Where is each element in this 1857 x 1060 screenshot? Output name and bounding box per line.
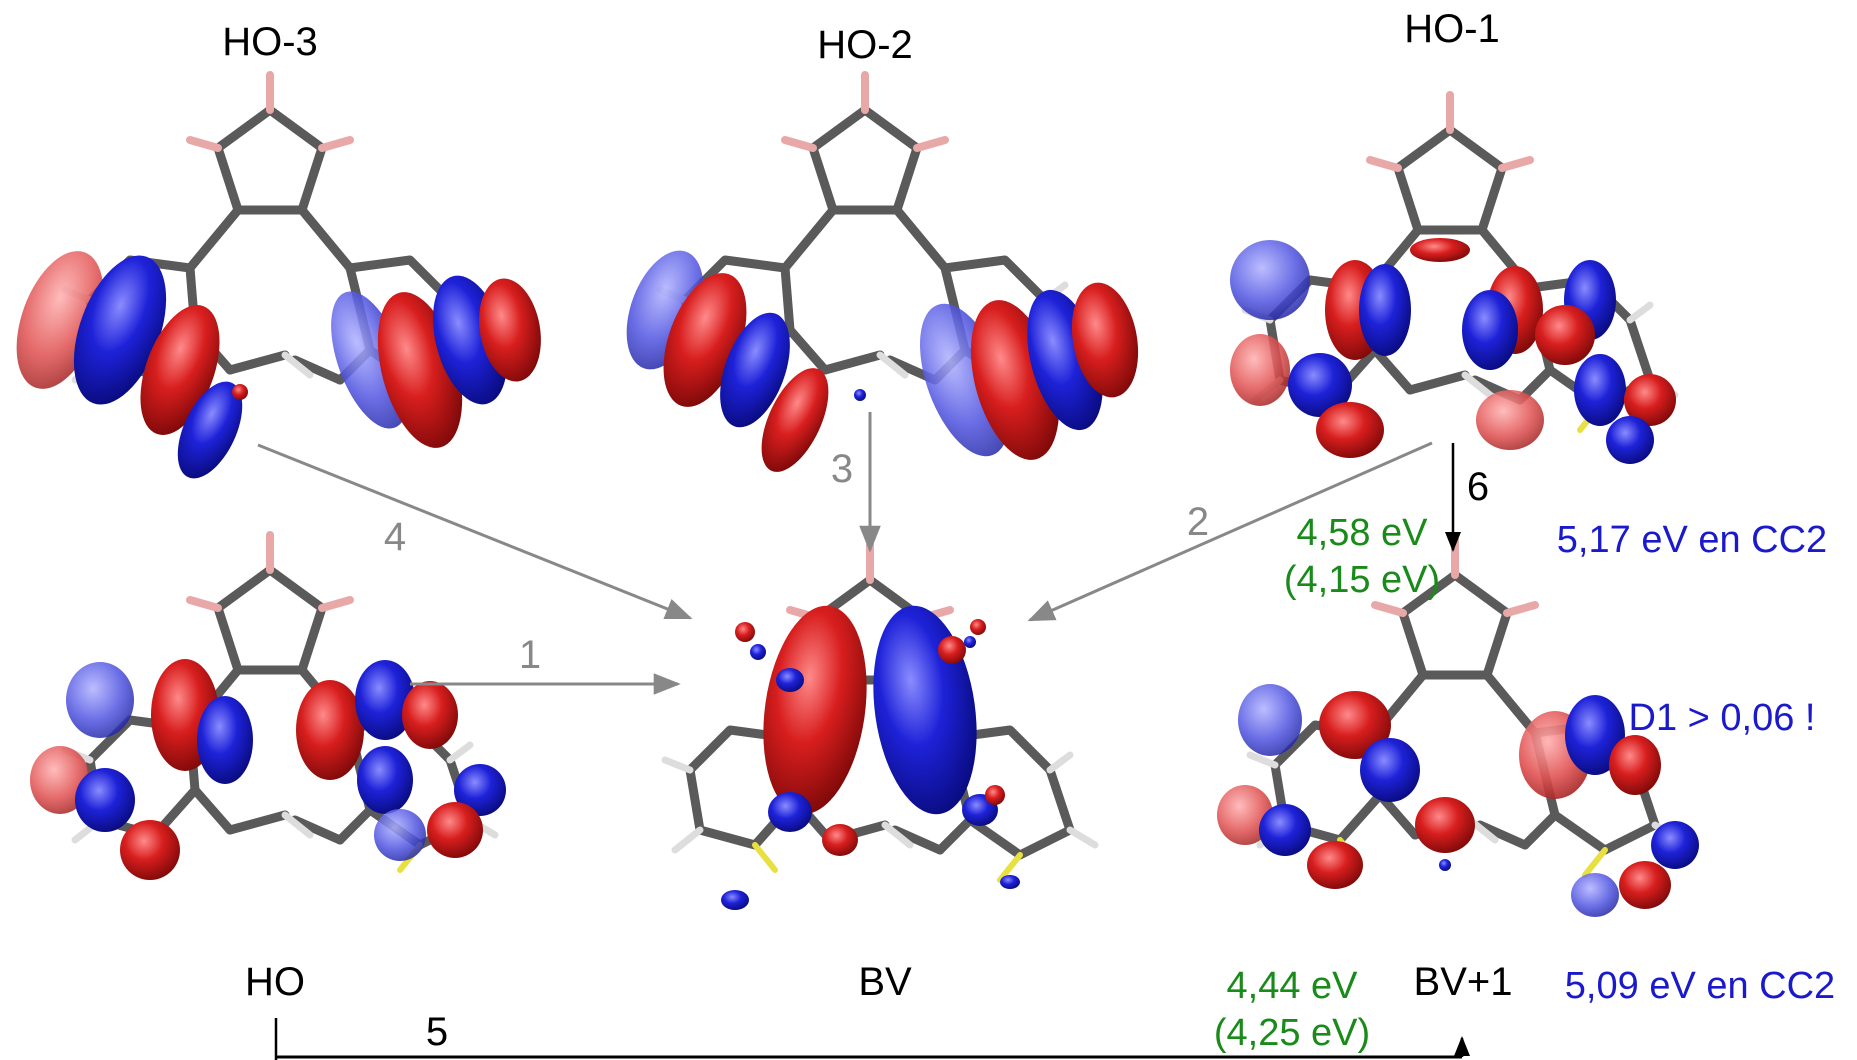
orbital-bv1: [1217, 540, 1699, 917]
labels: HO-3 HO-2 HO-1 HO BV BV+1 1 2 3 4 5 6 4,…: [222, 7, 1835, 1054]
d1-note: D1 > 0,06 !: [1629, 697, 1816, 739]
orbital-bv: [665, 545, 1095, 910]
energy-upper-cc2: 5,17 eV en CC2: [1557, 519, 1827, 561]
energy-lower-cc2: 5,09 eV en CC2: [1565, 965, 1835, 1007]
energy-upper-paren: (4,15 eV): [1284, 559, 1440, 601]
arrow-transition-2: [1027, 441, 1433, 622]
label-bv: BV: [858, 960, 912, 1004]
label-ho1: HO-1: [1404, 7, 1500, 51]
label-transition-1: 1: [519, 633, 541, 677]
energy-lower-paren: (4,25 eV): [1214, 1012, 1370, 1054]
label-transition-2: 2: [1187, 500, 1209, 544]
energy-lower-main: 4,44 eV: [1227, 965, 1359, 1007]
orbital-ho3: [16, 75, 541, 479]
arrow-transition-4: [257, 443, 693, 620]
orbital-ho2: [626, 75, 1139, 472]
label-transition-4: 4: [384, 515, 406, 559]
label-transition-3: 3: [831, 447, 853, 491]
transition-arrows: [257, 412, 1470, 1060]
label-transition-6: 6: [1467, 465, 1489, 509]
orbital-ho: [30, 535, 506, 880]
label-ho3: HO-3: [222, 20, 318, 64]
label-transition-5: 5: [426, 1010, 448, 1054]
energy-upper-main: 4,58 eV: [1297, 512, 1429, 554]
orbital-ho1: [1230, 95, 1676, 464]
label-ho2: HO-2: [817, 23, 913, 67]
label-bv1: BV+1: [1414, 960, 1513, 1004]
label-ho: HO: [245, 960, 305, 1004]
